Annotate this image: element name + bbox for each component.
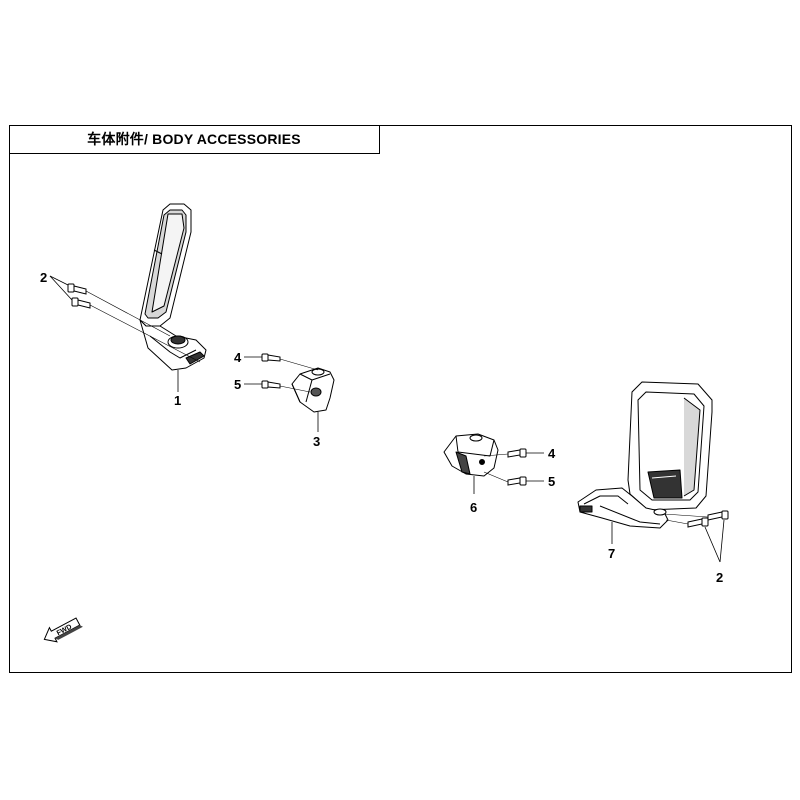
right-bracket: [443, 433, 499, 477]
left-bolt-axis-lines: [85, 290, 201, 363]
callout-2-left-leaders: [49, 275, 73, 301]
callout-5-right: 5: [548, 474, 555, 489]
callout-4-right: 4: [548, 446, 556, 461]
callout-4-left: 4: [234, 350, 242, 365]
left-bracket: [291, 367, 335, 413]
callout-5-left: 5: [234, 377, 241, 392]
left-mirror: [139, 203, 207, 371]
callout-2-right-leaders: [704, 519, 725, 563]
right-bracket-axis-lines: [483, 453, 509, 483]
right-mirror: [577, 381, 713, 529]
left-bolts: [67, 283, 91, 309]
right-bolt-axis-lines: [663, 513, 709, 525]
fwd-arrow-icon: FWD: [43, 617, 83, 643]
page-title: 车体附件/ BODY ACCESSORIES: [87, 131, 301, 147]
callout-3: 3: [313, 434, 320, 449]
callout-2-right: 2: [716, 570, 723, 585]
right-bolts: [687, 510, 729, 528]
callout-6: 6: [470, 500, 477, 515]
callout-7: 7: [608, 546, 615, 561]
left-bracket-axis-lines: [279, 358, 319, 393]
right-bracket-bolts: [507, 448, 527, 486]
diagram-frame: [9, 125, 792, 673]
callout-2-left: 2: [40, 270, 47, 285]
left-bracket-bolts: [261, 353, 281, 389]
callout-1: 1: [174, 393, 181, 408]
title-box: 车体附件/ BODY ACCESSORIES: [9, 125, 380, 154]
